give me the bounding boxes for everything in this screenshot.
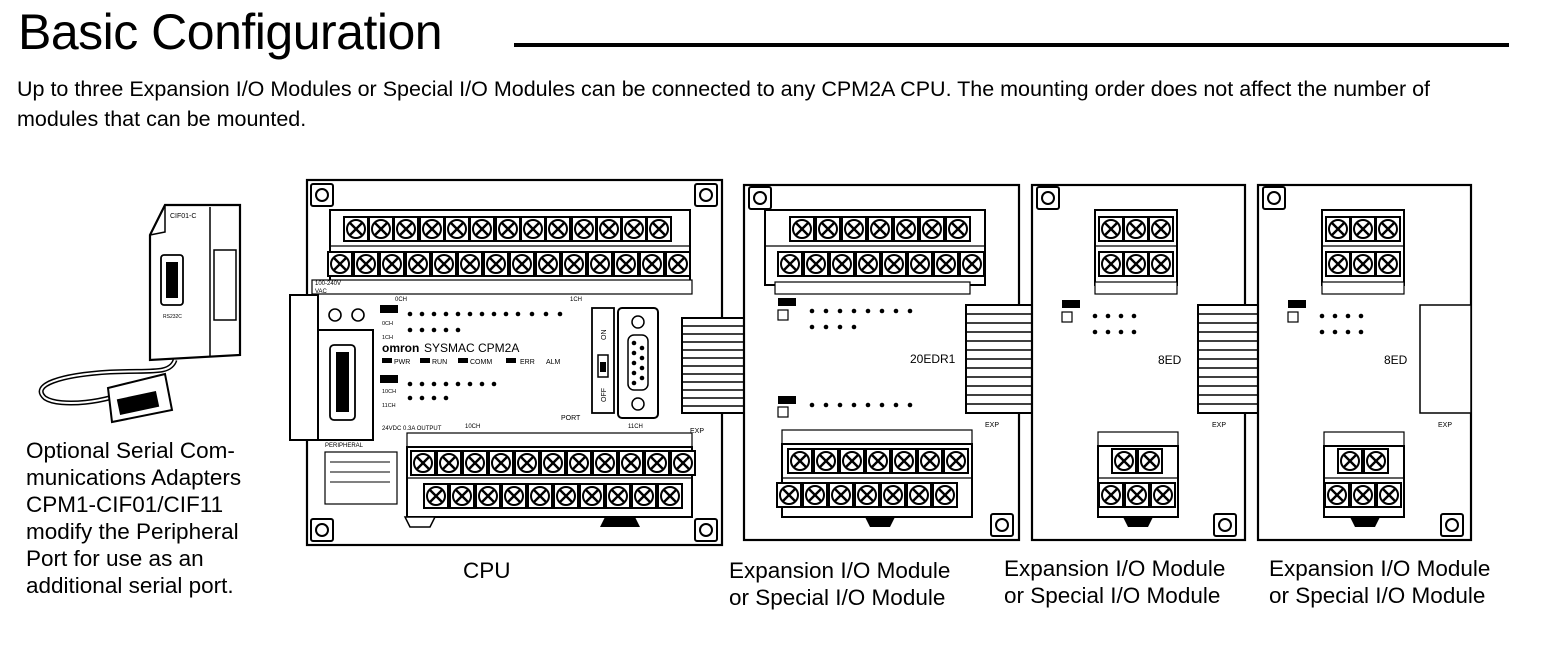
expansion-module-1: 20EDR1 EXP xyxy=(742,183,1021,542)
adapter-caption-line: additional serial port. xyxy=(26,573,234,598)
cpu-row-label-out0: 10CH xyxy=(382,389,396,395)
module-3-exp-label: EXP xyxy=(1438,422,1452,429)
cpu-caption: CPU xyxy=(463,558,511,583)
module-2-name: 8ED xyxy=(1158,353,1182,367)
module-caption-line: Expansion I/O Module xyxy=(1004,556,1226,581)
expansion-module-2: 8ED EXP xyxy=(1030,183,1247,542)
page-title: Basic Configuration xyxy=(18,4,443,60)
cpu-vac-label: VAC xyxy=(315,289,328,295)
cpu-exp-label: EXP xyxy=(690,428,704,435)
expansion-connector-2 xyxy=(965,304,1042,414)
module-caption-line: or Special I/O Module xyxy=(1004,583,1221,608)
indicator-alm: ALM xyxy=(546,359,561,366)
module-2-caption: Expansion I/O Module or Special I/O Modu… xyxy=(1004,555,1225,609)
module-1-caption: Expansion I/O Module or Special I/O Modu… xyxy=(729,557,950,611)
cpu-output-ch-label: 10CH xyxy=(465,424,480,430)
adapter-caption: Optional Serial Com- munications Adapter… xyxy=(26,437,241,599)
cpu-brand: omron xyxy=(382,341,419,355)
indicator-comm: COMM xyxy=(470,359,492,366)
cpu-model: SYSMAC CPM2A xyxy=(424,341,519,355)
adapter-caption-line: munications Adapters xyxy=(26,465,242,490)
cpu-power-label: 100-240V xyxy=(315,281,341,287)
indicator-err: ERR xyxy=(520,359,535,366)
cpu-row-label-in0: 0CH xyxy=(382,321,393,327)
adapter-caption-line: CPM1-CIF01/CIF11 xyxy=(26,492,224,517)
cpu-row-label-in1: 1CH xyxy=(382,335,393,341)
indicator-run: RUN xyxy=(432,359,447,366)
cpu-row-label-out1: 11CH xyxy=(382,403,396,409)
cpu-output-ch2-label: 11CH xyxy=(628,424,643,430)
cpu-output-supply: 24VDC 0.3A OUTPUT xyxy=(382,426,442,432)
intro-paragraph: Up to three Expansion I/O Modules or Spe… xyxy=(17,77,1431,131)
cpu-peripheral-label: PERIPHERAL xyxy=(325,443,364,449)
serial-adapter-group: CIF01-C RS232C xyxy=(38,203,242,424)
cpu-port-label: PORT xyxy=(561,415,581,422)
module-1-exp-label: EXP xyxy=(985,422,999,429)
adapter-caption-line: Port for use as an xyxy=(26,546,204,571)
expansion-module-3: 8ED EXP xyxy=(1256,183,1473,542)
module-caption-line: Expansion I/O Module xyxy=(1269,556,1491,581)
module-2-exp-label: EXP xyxy=(1212,422,1226,429)
module-3-name: 8ED xyxy=(1384,353,1408,367)
switch-off-label: OFF xyxy=(601,388,608,402)
indicator-pwr: PWR xyxy=(394,359,410,366)
module-caption-line: or Special I/O Module xyxy=(1269,583,1486,608)
switch-on-label: ON xyxy=(601,330,608,341)
cpu-nameplate xyxy=(324,451,398,505)
adapter-label: CIF01-C xyxy=(170,213,196,220)
cpu-unit: 100-240V VAC 0CH 1CH PERIPHERAL 0CH 1CH … xyxy=(289,178,724,547)
adapter-port-label: RS232C xyxy=(163,314,182,320)
adapter-caption-line: Optional Serial Com- xyxy=(26,438,235,463)
cpu-input-ch2-label: 1CH xyxy=(570,297,582,303)
module-3-caption: Expansion I/O Module or Special I/O Modu… xyxy=(1269,555,1490,609)
module-caption-line: Expansion I/O Module xyxy=(729,558,951,583)
adapter-housing xyxy=(148,203,242,362)
module-1-name: 20EDR1 xyxy=(910,352,956,366)
module-caption-line: or Special I/O Module xyxy=(729,585,946,610)
adapter-caption-line: modify the Peripheral xyxy=(26,519,239,544)
cpu-indicators: PWR RUN COMM ERR ALM xyxy=(382,358,561,366)
cpu-input-ch-label: 0CH xyxy=(395,297,407,303)
title-rule xyxy=(514,43,1509,47)
